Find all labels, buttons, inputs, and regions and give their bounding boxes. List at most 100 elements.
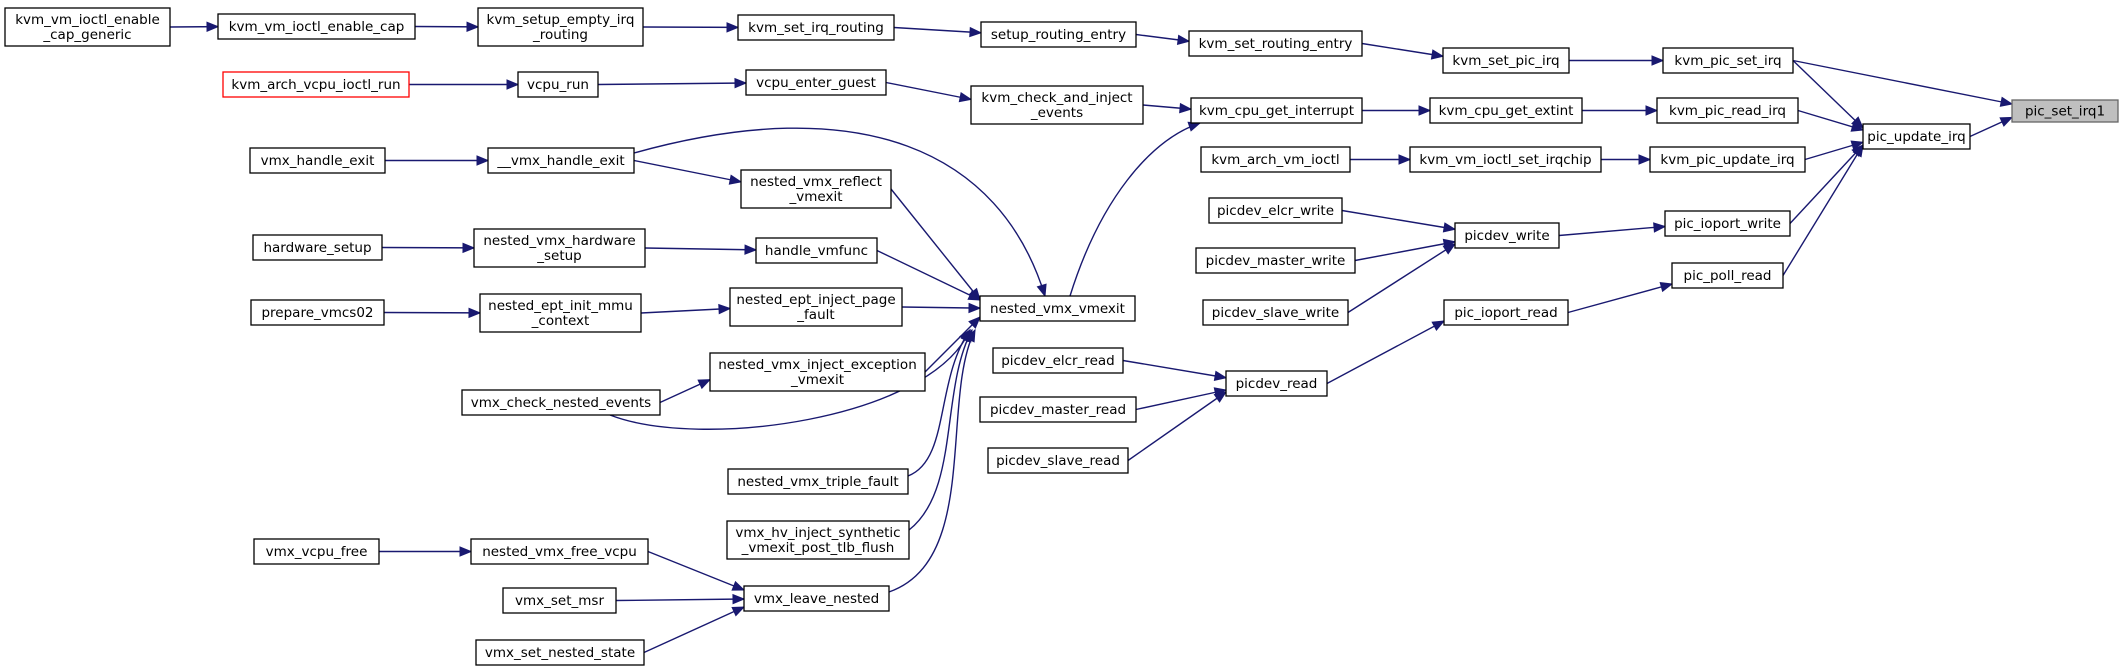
node-box	[517, 71, 599, 98]
node-nested-vmx-inject-exception-vmexit[interactable]: nested_vmx_inject_exception_vmexit	[709, 352, 926, 392]
node-box	[473, 228, 646, 268]
node-kvm-vm-ioctl-set-irqchip[interactable]: kvm_vm_ioctl_set_irqchip	[1409, 146, 1602, 173]
node-vmx-handle-exit[interactable]: vmx_handle_exit	[249, 147, 386, 174]
node-prepare-vmcs02[interactable]: prepare_vmcs02	[250, 299, 385, 326]
node-label: picdev_read	[1236, 376, 1318, 392]
node-nested-vmx-vmexit[interactable]: nested_vmx_vmexit	[979, 295, 1136, 322]
node-pic-ioport-read[interactable]: pic_ioport_read	[1443, 299, 1569, 326]
node-kvm-arch-vm-ioctl[interactable]: kvm_arch_vm_ioctl	[1200, 146, 1351, 173]
edge-vmx-hv-inject-synthetic-vmexit-post-tlb-flush-to-nested-vmx-vmexit	[908, 329, 973, 531]
node-vmx-vcpu-free[interactable]: vmx_vcpu_free	[253, 538, 380, 565]
edge-picdev-master-write-to-picdev-write	[1354, 241, 1456, 262]
node-kvm-pic-set-irq[interactable]: kvm_pic_set_irq	[1662, 47, 1794, 74]
node-label: _vmexit	[789, 189, 843, 205]
edge-arrowhead	[697, 379, 712, 390]
node-kvm-arch-vcpu-ioctl-run[interactable]: kvm_arch_vcpu_ioctl_run	[222, 71, 410, 98]
edge-arrowhead	[466, 21, 480, 33]
node-kvm-set-routing-entry[interactable]: kvm_set_routing_entry	[1188, 30, 1363, 57]
node-label: _setup	[536, 248, 582, 264]
node-kvm-pic-read-irq[interactable]: kvm_pic_read_irq	[1656, 97, 1799, 124]
node-picdev-master-write[interactable]: picdev_master_write	[1195, 247, 1356, 274]
node-picdev-write[interactable]: picdev_write	[1454, 222, 1560, 249]
node-label: _vmexit	[790, 372, 844, 388]
edge-arrowhead	[1850, 121, 1865, 132]
node-vmx-set-msr[interactable]: vmx_set_msr	[502, 587, 617, 614]
node-label: kvm_vm_ioctl_enable_cap	[229, 19, 405, 35]
edge-kvm-set-irq-routing-to-setup-routing-entry	[893, 26, 982, 34]
node-nested-vmx-reflect-vmexit[interactable]: nested_vmx_reflect_vmexit	[740, 169, 892, 209]
node-box	[729, 287, 903, 327]
node-label: kvm_check_and_inject	[981, 90, 1132, 106]
edge-nested-vmx-free-vcpu-to-vmx-leave-nested	[647, 550, 745, 591]
node-box	[1409, 146, 1602, 173]
node-kvm-vm-ioctl-enable-cap-generic[interactable]: kvm_vm_ioctl_enable_cap_generic	[4, 7, 171, 47]
edge-arrowhead	[1999, 96, 2014, 107]
node-kvm-vm-ioctl-enable-cap[interactable]: kvm_vm_ioctl_enable_cap	[217, 13, 416, 40]
node-box	[250, 299, 385, 326]
edge-picdev-elcr-write-to-picdev-write	[1341, 209, 1456, 230]
node-vmx-set-nested-state[interactable]: vmx_set_nested_state	[475, 639, 645, 666]
node-box	[1202, 299, 1349, 326]
node-picdev-elcr-read[interactable]: picdev_elcr_read	[992, 347, 1124, 374]
edge-arrowhead	[506, 79, 520, 90]
edge-picdev-slave-read-to-picdev-read	[1127, 391, 1227, 462]
node-box	[709, 352, 926, 392]
node-vcpu-enter-guest[interactable]: vcpu_enter_guest	[745, 69, 887, 96]
node-label: kvm_pic_read_irq	[1669, 103, 1786, 119]
edge-arrowhead	[1638, 154, 1652, 165]
node-pic-ioport-write[interactable]: pic_ioport_write	[1664, 210, 1791, 237]
node-kvm-set-pic-irq[interactable]: kvm_set_pic_irq	[1442, 47, 1570, 74]
node-kvm-cpu-get-interrupt[interactable]: kvm_cpu_get_interrupt	[1190, 97, 1363, 124]
node-label: vmx_vcpu_free	[266, 544, 368, 560]
node-box	[249, 147, 386, 174]
edge-arrowhead	[1176, 34, 1191, 45]
node-kvm-cpu-get-extint[interactable]: kvm_cpu_get_extint	[1429, 97, 1583, 124]
edge-arrowhead	[476, 155, 490, 166]
node-picdev-slave-read[interactable]: picdev_slave_read	[987, 447, 1129, 474]
node-vcpu-run[interactable]: vcpu_run	[517, 71, 599, 98]
node-kvm-pic-update-irq[interactable]: kvm_pic_update_irq	[1649, 146, 1806, 173]
node-box	[1443, 299, 1569, 326]
edge-arrowhead	[1999, 116, 2014, 127]
edge-arrowhead	[1213, 391, 1228, 403]
node-pic-set-irq1[interactable]: pic_set_irq1	[2011, 99, 2119, 123]
node-nested-vmx-triple-fault[interactable]: nested_vmx_triple_fault	[727, 468, 909, 495]
node-nested-vmx-free-vcpu[interactable]: nested_vmx_free_vcpu	[470, 538, 649, 565]
node-vmx-leave-nested[interactable]: vmx_leave_nested	[743, 585, 890, 612]
node-box	[1656, 97, 1799, 124]
node-pic-poll-read[interactable]: pic_poll_read	[1671, 262, 1784, 289]
node-vmx-hv-inject-synthetic-vmexit-post-tlb-flush[interactable]: vmx_hv_inject_synthetic_vmexit_post_tlb_…	[726, 520, 910, 560]
node-picdev-master-read[interactable]: picdev_master_read	[979, 396, 1137, 423]
node-setup-routing-entry[interactable]: setup_routing_entry	[980, 21, 1137, 48]
node-picdev-slave-write[interactable]: picdev_slave_write	[1202, 299, 1349, 326]
node-pic-update-irq[interactable]: pic_update_irq	[1862, 123, 1971, 150]
node-vmx-handle-exit[interactable]: __vmx_handle_exit	[487, 147, 635, 174]
node-label: _events	[1030, 105, 1083, 121]
node-picdev-elcr-write[interactable]: picdev_elcr_write	[1208, 197, 1343, 224]
node-label: kvm_setup_empty_irq	[487, 12, 635, 28]
node-label: pic_set_irq1	[2025, 104, 2105, 120]
node-kvm-check-and-inject-events[interactable]: kvm_check_and_inject_events	[970, 85, 1144, 125]
node-label: nested_vmx_inject_exception	[718, 357, 917, 373]
node-nested-ept-init-mmu-context[interactable]: nested_ept_init_mmu_context	[479, 293, 642, 333]
node-handle-vmfunc[interactable]: handle_vmfunc	[755, 237, 878, 264]
node-label: picdev_write	[1464, 228, 1549, 244]
node-box	[726, 520, 910, 560]
node-label: _routing	[532, 27, 588, 43]
node-vmx-check-nested-events[interactable]: vmx_check_nested_events	[461, 389, 661, 416]
node-nested-ept-inject-page-fault[interactable]: nested_ept_inject_page_fault	[729, 287, 903, 327]
node-nested-vmx-hardware-setup[interactable]: nested_vmx_hardware_setup	[473, 228, 646, 268]
node-kvm-setup-empty-irq-routing[interactable]: kvm_setup_empty_irq_routing	[477, 7, 644, 47]
edge-picdev-master-read-to-picdev-read	[1135, 389, 1227, 411]
node-label: nested_vmx_free_vcpu	[482, 544, 637, 560]
edge-arrowhead	[728, 174, 743, 185]
node-label: nested_vmx_vmexit	[990, 301, 1125, 317]
edge-nested-ept-init-mmu-context-to-nested-ept-inject-page-fault	[640, 307, 731, 314]
node-label: kvm_vm_ioctl_set_irqchip	[1419, 152, 1591, 168]
edge-nested-vmx-vmexit-to-kvm-cpu-get-interrupt	[1069, 122, 1201, 297]
node-kvm-set-irq-routing[interactable]: kvm_set_irq_routing	[737, 14, 895, 41]
node-box	[979, 396, 1137, 423]
node-hardware-setup[interactable]: hardware_setup	[252, 234, 383, 261]
node-picdev-read[interactable]: picdev_read	[1225, 370, 1328, 397]
node-label: picdev_master_write	[1206, 253, 1346, 269]
